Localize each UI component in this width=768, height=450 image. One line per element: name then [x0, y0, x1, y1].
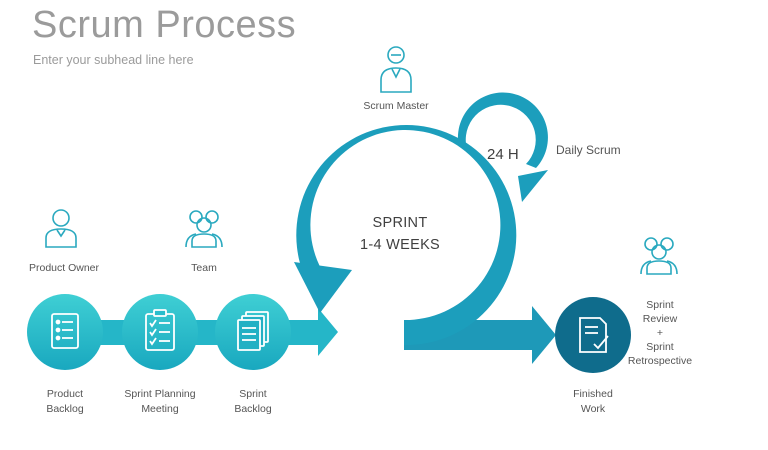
step-label-line: Sprint: [239, 388, 267, 400]
step-label-line: Product: [46, 388, 84, 400]
finished-label-line: Finished: [573, 388, 613, 400]
team-label: Team: [191, 262, 217, 274]
daily-scrum-cycle-arrow: [457, 92, 548, 202]
sprint-title: SPRINT: [372, 215, 428, 231]
product-owner-icon: [45, 209, 77, 248]
page-subtitle: Enter your subhead line here: [33, 53, 194, 67]
clipboard-checklist-icon: [145, 309, 175, 351]
sprint-cycle-arrow: [294, 125, 517, 346]
step-label-line: Backlog: [46, 403, 84, 415]
product-backlog-label: Product Backlog: [20, 387, 110, 417]
step-label-line: Backlog: [234, 403, 272, 415]
finished-work-circle: [555, 297, 631, 373]
sprint-duration: 1-4 WEEKS: [359, 237, 441, 253]
review-label-line: Review: [642, 313, 678, 325]
product-backlog-circle: [27, 294, 103, 370]
document-list-icon: [51, 313, 79, 349]
review-team-icon: [640, 237, 678, 275]
review-retrospective-label: Sprint Review + Sprint Retrospective: [618, 298, 702, 368]
scrum-master-icon: [380, 46, 412, 93]
review-label-line: Retrospective: [627, 355, 693, 367]
page-title: Scrum Process: [32, 4, 297, 46]
stacked-documents-icon: [237, 311, 269, 351]
document-check-icon: [579, 317, 609, 353]
finished-label-line: Work: [580, 403, 606, 415]
review-label-line: Sprint: [646, 341, 674, 353]
daily-hours-label: 24 H: [487, 146, 519, 163]
team-icon: [185, 210, 223, 248]
daily-scrum-label: Daily Scrum: [556, 143, 621, 157]
step-label-line: Sprint Planning: [124, 388, 196, 400]
sprint-backlog-label: Sprint Backlog: [208, 387, 298, 417]
review-plus: +: [656, 327, 664, 339]
finished-work-label: Finished Work: [548, 387, 638, 417]
sprint-planning-label: Sprint Planning Meeting: [112, 387, 208, 417]
scrum-master-label: Scrum Master: [363, 100, 429, 112]
product-owner-label: Product Owner: [28, 262, 100, 274]
backlog-flow-arrow: [80, 308, 338, 356]
sprint-label: SPRINT 1-4 WEEKS: [352, 212, 448, 256]
step-label-line: Meeting: [141, 403, 179, 415]
review-label-line: Sprint: [646, 299, 674, 311]
